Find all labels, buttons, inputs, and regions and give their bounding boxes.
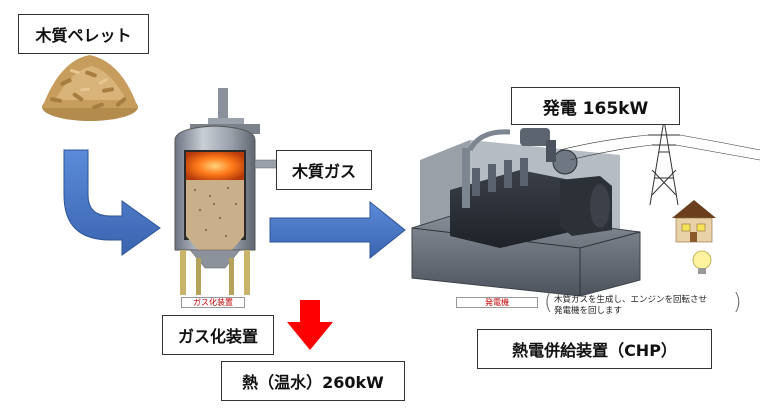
pellet-pile-image [42, 55, 138, 121]
gasifier-image [174, 88, 284, 295]
label-chp: 熱電併給装置（CHP） [477, 329, 712, 369]
light-bulb-icon [692, 250, 712, 274]
tag-generator: 発電機 [456, 297, 538, 308]
tag-gasifier: ガス化装置 [181, 297, 245, 308]
label-gasifier: ガス化装置 [162, 315, 274, 355]
note-paren-left: ( [544, 290, 553, 315]
label-pellet: 木質ペレット [18, 14, 149, 54]
house-image [672, 200, 716, 243]
note-generator-line1: 木質ガスを生成し、エンジンを回転させ [554, 295, 708, 305]
flow-arrow-gasifier-to-chp [269, 200, 406, 260]
note-paren-right: ) [733, 290, 742, 315]
chp-engine-image [411, 128, 641, 297]
label-wood-gas: 木質ガス [276, 150, 372, 190]
heat-arrow [287, 300, 333, 350]
label-heat-output: 熱（温水）260kW [221, 361, 405, 401]
label-power-output: 発電 165kW [511, 87, 680, 125]
note-generator-line2: 発電機を回します [554, 306, 623, 316]
flow-arrow-pellet-to-gasifier [63, 149, 161, 256]
